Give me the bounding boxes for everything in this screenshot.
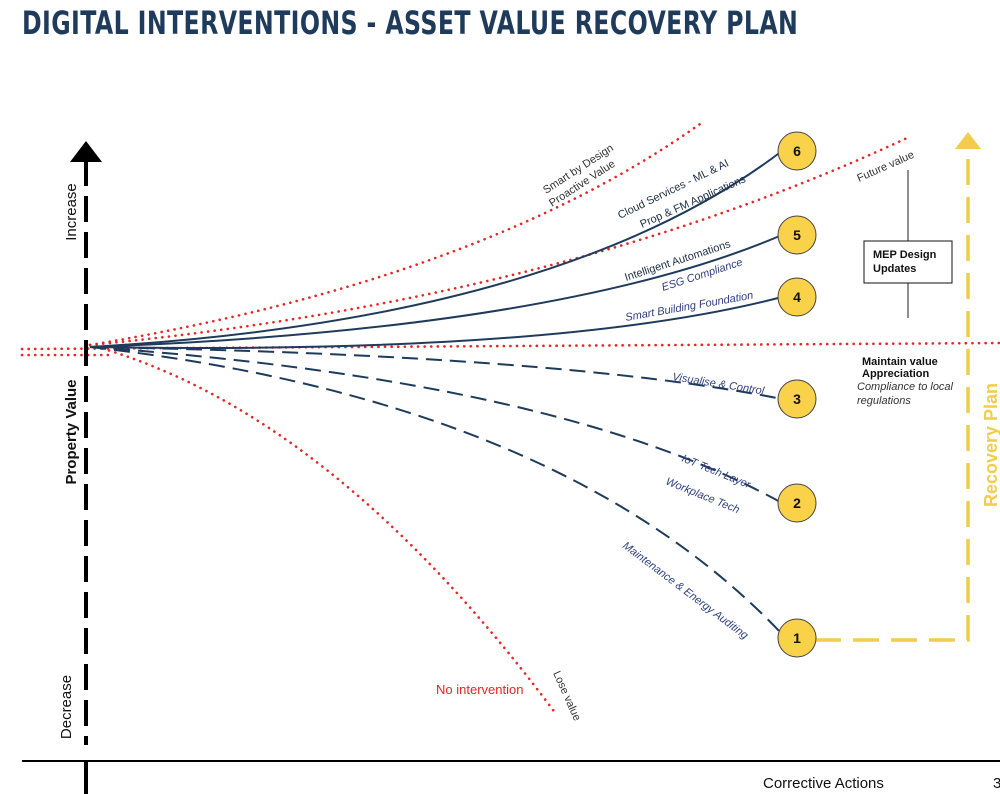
maintain-value-line — [20, 341, 1000, 351]
curve-to-step-3 — [89, 346, 783, 400]
step-2-circle — [777, 483, 817, 523]
step-1-number: 1 — [793, 630, 801, 646]
step-5-number: 5 — [793, 227, 801, 243]
step-4-number: 4 — [793, 289, 801, 305]
recovery-plan-arrow — [815, 150, 970, 642]
step-6-circle — [777, 131, 817, 171]
no-intervention-line — [88, 343, 558, 716]
step-3-label: Visualise & Control — [672, 371, 766, 397]
compliance-label-1: Compliance to local — [857, 381, 954, 393]
decline-curves — [89, 346, 783, 635]
no-intervention-label: No intervention — [436, 682, 523, 697]
recovery-plan-label: Recovery Plan — [981, 383, 1000, 507]
mep-line1: MEP Design — [873, 249, 937, 261]
mep-design-box — [863, 240, 953, 284]
y-increase-label: Increase — [63, 183, 80, 241]
maintain-value-label: Maintain value — [862, 356, 938, 368]
reference-lines — [20, 122, 1000, 716]
step-circles — [777, 131, 817, 658]
step-1-circle — [777, 618, 817, 658]
step-4-label: Smart Building Foundation — [624, 290, 754, 324]
compliance-label-2: regulations — [857, 395, 911, 407]
page-number: 3 — [993, 775, 1000, 792]
step-2-number: 2 — [793, 495, 801, 511]
curve-to-step-5 — [89, 234, 783, 348]
curve-to-step-4 — [89, 296, 783, 349]
curve-to-step-6 — [89, 150, 783, 348]
step-3-number: 3 — [793, 391, 801, 407]
y-decrease-label: Decrease — [58, 675, 75, 739]
step-6-number: 6 — [793, 143, 801, 159]
y-axis — [70, 141, 102, 794]
lose-value-label: Lose value — [550, 669, 583, 722]
growth-curves — [89, 150, 783, 349]
step-1-label: Maintenance & Energy Auditing — [620, 540, 751, 643]
recovery-arrowhead — [955, 132, 981, 149]
step-4-circle — [777, 277, 817, 317]
mep-line2: Updates — [873, 263, 916, 275]
page-title: DIGITAL INTERVENTIONS - ASSET VALUE RECO… — [22, 4, 799, 42]
x-axis-label: Corrective Actions — [763, 775, 884, 792]
smart-by-design-line — [88, 122, 702, 347]
future-value-label: Future value — [855, 149, 916, 185]
step-5-circle — [777, 215, 817, 255]
curve-to-step-1 — [89, 346, 783, 635]
y-axis-label: Property Value — [63, 379, 80, 484]
curve-to-step-2 — [89, 346, 783, 504]
appreciation-label: Appreciation — [862, 368, 930, 380]
step-3-circle — [777, 379, 817, 419]
